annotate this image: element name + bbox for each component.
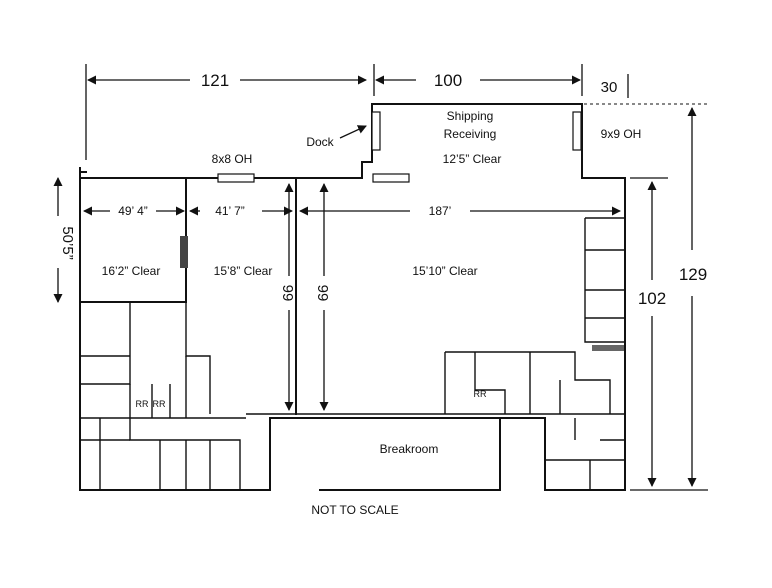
dim-99-warehouse: 99 [314, 285, 331, 302]
oh-door-8x8 [217, 173, 255, 183]
label-rr-2: RR [153, 399, 166, 409]
label-shipping-clear: 12’5” Clear [443, 152, 502, 166]
dim-50-5: 50’5” [59, 226, 76, 259]
label-warehouse-clear: 15’10” Clear [412, 264, 477, 278]
label-oh-8x8: 8x8 OH [212, 152, 253, 166]
label-not-to-scale: NOT TO SCALE [311, 503, 398, 517]
exterior-walls [79, 103, 626, 491]
dimension-lines [53, 64, 708, 491]
overhead-doors [180, 111, 624, 351]
dim-99-middle: 99 [279, 285, 296, 302]
stair [180, 236, 188, 268]
dim-41-7: 41’ 7” [215, 204, 245, 218]
label-shipping: Shipping [447, 109, 494, 123]
label-oh-9x9: 9x9 OH [601, 127, 642, 141]
dim-100: 100 [434, 71, 462, 90]
label-rr-3: RR [474, 389, 487, 399]
oh-door-dock-left [371, 111, 381, 151]
oh-door-dock-bottom [372, 173, 410, 183]
hatched-wall [592, 345, 624, 351]
label-middle-clear: 15’8” Clear [214, 264, 273, 278]
interior-walls [79, 177, 625, 490]
dim-121: 121 [201, 71, 229, 90]
dim-102: 102 [638, 289, 666, 308]
dim-187: 187’ [429, 204, 452, 218]
dim-49-4: 49’ 4” [118, 204, 148, 218]
label-breakroom: Breakroom [380, 442, 439, 456]
dim-30: 30 [601, 79, 618, 96]
dim-129: 129 [679, 265, 707, 284]
label-left-clear: 16’2” Clear [102, 264, 161, 278]
label-rr-1: RR [136, 399, 149, 409]
label-receiving: Receiving [444, 127, 497, 141]
label-dock: Dock [306, 135, 334, 149]
oh-door-9x9 [572, 111, 582, 151]
dimension-labels: 121 100 30 129 102 50’5” 49’ 4” 41’ 7” 1… [59, 71, 707, 308]
room-labels: Shipping Receiving 12’5” Clear 9x9 OH Do… [102, 109, 642, 517]
